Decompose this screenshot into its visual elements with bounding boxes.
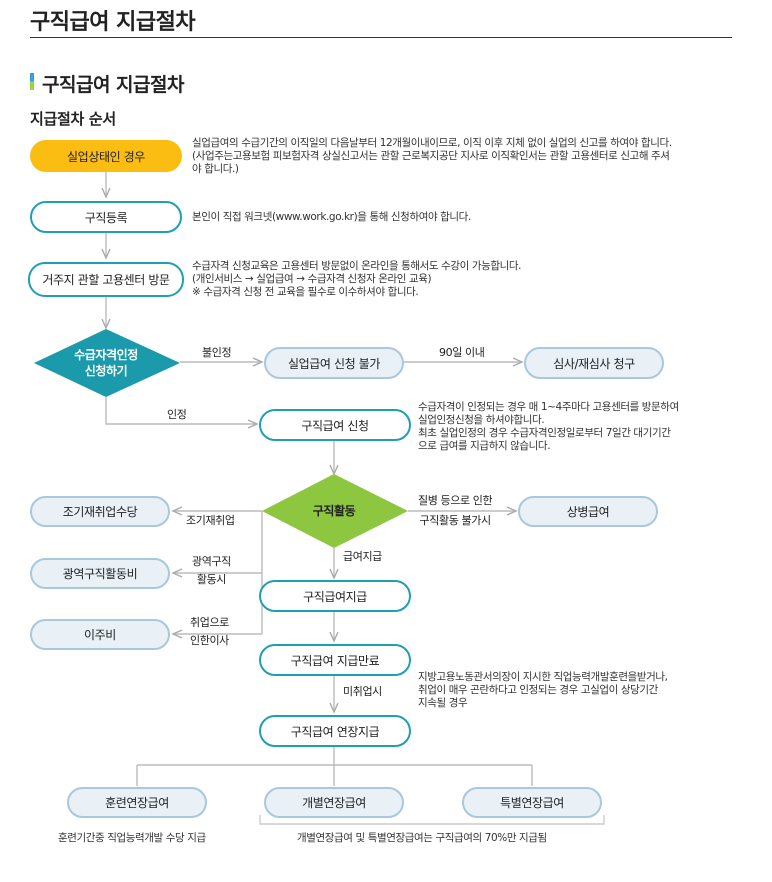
desc-job-registration: 본인이 직접 워크넷(www.work.go.kr)을 통해 신청하여야 합니다… xyxy=(192,211,471,224)
node-visit-center: 거주지 관할 고용센터 방문 xyxy=(28,262,184,297)
node-sickness: 상병급여 xyxy=(518,496,658,527)
desc-line: 최초 실업인정의 경우 수급자격인정일로부터 7일간 대기기간 xyxy=(418,427,671,439)
node-training-ext: 훈련연장급여 xyxy=(67,787,207,818)
sub-title: 지급절차 순서 xyxy=(30,110,116,128)
edge-label-not-recognized: 불인정 xyxy=(202,346,232,359)
title-divider xyxy=(30,37,732,38)
job-search-diamond xyxy=(262,474,408,548)
edge-label-pay: 급여지급 xyxy=(343,550,382,563)
desc-line: (사업주는고용보험 피보험자격 상실신고서는 관할 근로복지공단 지사로 이직확… xyxy=(192,150,670,162)
eligibility-line-1: 수급자격인정 xyxy=(74,347,138,362)
desc-line: 수급자격이 인정되는 경우 매 1~4주마다 고용센터를 방문하여 xyxy=(418,401,679,413)
desc-line: 실업인정신청을 하셔야합니다. xyxy=(418,414,545,426)
arrow-eligibility-to-apply xyxy=(105,397,259,429)
edge-label-not-employed: 미취업시 xyxy=(343,685,382,698)
node-extended: 구직급여 연장지급 xyxy=(259,715,411,747)
section-bar-icon xyxy=(30,73,34,90)
edge-label-line: 취업으로 xyxy=(190,616,229,629)
edge-label-line: 인한이사 xyxy=(190,634,229,647)
node-eligibility: 수급자격인정 신청하기 xyxy=(50,345,162,381)
desc-line: 지속될 경우 xyxy=(418,697,468,709)
edge-label-early: 조기재취업 xyxy=(186,514,235,527)
desc-apply: 수급자격이 인정되는 경우 매 1~4주마다 고용센터를 방문하여 실업인정신청… xyxy=(418,401,679,453)
node-special-ext: 특별연장급여 xyxy=(462,787,602,818)
node-review: 심사/재심사 청구 xyxy=(524,347,664,379)
node-unemployed: 실업상태인 경우 xyxy=(30,140,182,172)
desc-unemployed: 실업급여의 수급기간의 이직일의 다음날부터 12개월이내이므로, 이직 이후 … xyxy=(192,137,672,176)
node-job-registration: 구직등록 xyxy=(30,201,182,233)
desc-line: 수급자격 신청교육은 고용센터 방문없이 온라인을 통해서도 수강이 가능합니다… xyxy=(192,260,522,272)
node-job-search: 구직활동 xyxy=(312,503,356,518)
node-denied: 실업급여 신청 불가 xyxy=(264,347,404,379)
edge-label-within-90: 90일 이내 xyxy=(439,346,485,359)
edge-label-relocation: 취업으로 인한이사 xyxy=(190,615,229,649)
desc-line: 실업급여의 수급기간의 이직일의 다음날부터 12개월이내이므로, 이직 이후 … xyxy=(192,137,672,149)
desc-extended: 지방고용노동관서의장이 지시한 직업능력개발훈련을받거나, 취업이 매우 곤란하… xyxy=(418,671,668,710)
edge-label-line: 구직활동 불가시 xyxy=(419,514,492,527)
desc-line: 지방고용노동관서의장이 지시한 직업능력개발훈련을받거나, xyxy=(418,671,668,683)
footnote-bracket xyxy=(259,815,605,825)
eligibility-diamond xyxy=(34,329,180,397)
desc-line: (개인서비스 → 실업급여 → 수급자격 신청자 온라인 교육) xyxy=(192,273,432,285)
desc-visit-center: 수급자격 신청교육은 고용센터 방문없이 온라인을 통해서도 수강이 가능합니다… xyxy=(192,260,521,299)
desc-line: ※ 수급자격 신청 전 교육을 필수로 이수하셔야 합니다. xyxy=(192,286,419,298)
eligibility-line-2: 신청하기 xyxy=(84,364,128,378)
section-title: 구직급여 지급절차 xyxy=(42,74,184,96)
edge-label-wide-area: 광역구직 활동시 xyxy=(192,554,231,588)
desc-line: 본인이 직접 워크넷(www.work.go.kr)을 통해 신청하여야 합니다… xyxy=(192,211,471,223)
node-early-reemploy: 조기재취업수당 xyxy=(30,496,170,527)
desc-line: 취업이 매우 곤란하다고 인정되는 경우 고실업이 상당기간 xyxy=(418,684,658,696)
footnote-ext: 개별연장급여 및 특별연장급여는 구직급여의 70%만 지급됨 xyxy=(297,832,547,844)
edge-label-line: 활동시 xyxy=(196,573,227,586)
desc-line: 으로 급여를 지급하지 않습니다. xyxy=(418,440,551,452)
page-title: 구직급여 지급절차 xyxy=(30,10,196,35)
node-payment-end: 구직급여 지급만료 xyxy=(259,644,411,676)
node-apply: 구직급여 신청 xyxy=(259,409,411,441)
edge-label-sickness: 질병 등으로 인한 구직활동 불가시 xyxy=(418,493,493,529)
node-payment: 구직급여지급 xyxy=(259,580,411,612)
edge-label-line: 광역구직 xyxy=(192,555,231,568)
desc-line: 야 합니다.) xyxy=(192,163,239,175)
edge-label-line: 질병 등으로 인한 xyxy=(418,494,493,507)
edge-label-recognized: 인정 xyxy=(167,408,187,421)
node-relocation: 이주비 xyxy=(30,619,170,650)
node-individual-ext: 개별연장급여 xyxy=(264,787,404,818)
node-wide-area: 광역구직활동비 xyxy=(30,558,170,589)
footnote-training: 훈련기간중 직업능력개발 수당 지급 xyxy=(58,832,206,844)
